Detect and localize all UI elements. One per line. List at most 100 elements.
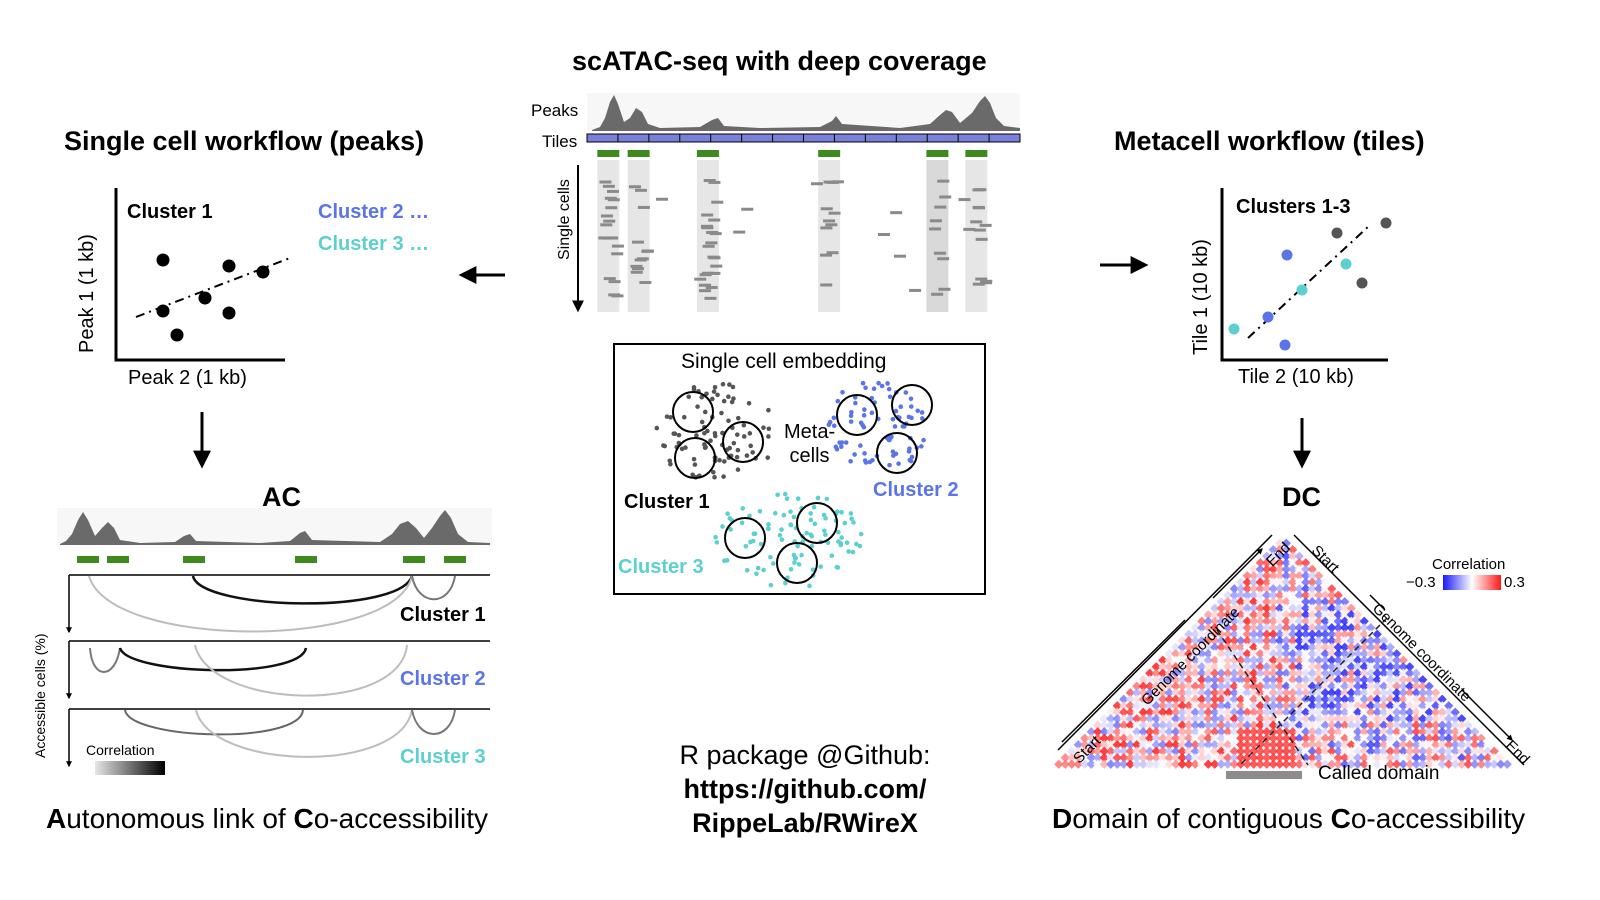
heatmap-cell (1262, 649, 1272, 659)
heatmap-cell (1210, 759, 1220, 769)
heatmap-cell (1158, 733, 1168, 743)
heatmap-cell (1301, 701, 1311, 711)
read-fragment (704, 296, 717, 300)
heatmap-cell (1197, 733, 1207, 743)
read-fragment (931, 292, 944, 296)
heatmap-cell (1106, 714, 1116, 724)
heatmap-cell (1223, 694, 1233, 704)
heatmap-cell (1314, 597, 1324, 607)
heatmap-cell (1340, 720, 1350, 730)
footer-initial: C (293, 803, 314, 834)
package-info: R package @Github: https://github.com/ R… (670, 738, 940, 840)
heatmap-cell (1353, 720, 1363, 730)
heatmap-cell (1210, 668, 1220, 678)
read-fragment (605, 206, 618, 210)
heatmap-cell (1242, 681, 1252, 691)
heatmap-cell (1372, 720, 1382, 730)
github-repo[interactable]: RippeLab/RWireX (692, 808, 918, 838)
heatmap-cell (1385, 655, 1395, 665)
heatmap-cell (1340, 597, 1350, 607)
heatmap-cell (1294, 629, 1304, 639)
heatmap-cell (1171, 733, 1181, 743)
heatmap-cell (1470, 753, 1480, 763)
heatmap-cell (1320, 603, 1330, 613)
heatmap-cell (1203, 623, 1213, 633)
cell-point (887, 462, 892, 468)
read-fragment (708, 180, 721, 184)
heatmap-cell (1262, 707, 1272, 717)
heatmap-cell (1236, 655, 1246, 665)
heatmap-cell (1314, 577, 1324, 587)
heatmap-cell (1145, 694, 1155, 704)
cell-point (824, 496, 830, 502)
heatmap-cell (1327, 597, 1337, 607)
cell-point (712, 385, 718, 390)
heatmap-cell (1262, 616, 1272, 626)
heatmap-cell (1307, 720, 1317, 730)
heatmap-cell (1418, 733, 1428, 743)
link-arc (195, 709, 413, 758)
heatmap-cell (1385, 733, 1395, 743)
heatmap-cell (1294, 714, 1304, 724)
heatmap-cell (1184, 714, 1194, 724)
heatmap-cell (1203, 688, 1213, 698)
ac-title: AC (262, 482, 301, 512)
ac-peak-markers (77, 556, 466, 563)
heatmap-cell (1164, 733, 1174, 743)
heatmap-cell (1418, 727, 1428, 737)
heatmap-cell (1418, 740, 1428, 750)
scatter-point (1380, 217, 1392, 229)
github-link[interactable]: https://github.com/ (683, 774, 927, 804)
heatmap-cell (1281, 610, 1291, 620)
heatmap-cell (1327, 603, 1337, 613)
heatmap-cell (1093, 753, 1103, 763)
heatmap-cell (1151, 707, 1161, 717)
heatmap-cell (1132, 694, 1142, 704)
heatmap-cell (1294, 733, 1304, 743)
heatmap-cell (1340, 668, 1350, 678)
link-arc (194, 644, 408, 697)
cell-point (690, 472, 695, 478)
cell-point (775, 492, 780, 498)
read-fragment (877, 233, 890, 237)
heatmap-cell (1431, 746, 1441, 756)
heatmap-cell (1301, 740, 1311, 750)
heatmap-cell (1405, 753, 1415, 763)
heatmap-cell (1171, 740, 1181, 750)
heatmap-cell (1294, 694, 1304, 704)
heatmap-cell (1424, 740, 1434, 750)
heatmap-cell (1210, 701, 1220, 711)
heatmap-cell (1353, 636, 1363, 646)
cluster2-more: Cluster 2 … (318, 201, 430, 223)
heatmap-cell (1392, 714, 1402, 724)
heatmap-cell (1190, 759, 1200, 769)
heatmap-cell (1333, 616, 1343, 626)
heatmap-cell (1268, 759, 1278, 769)
coverage-track (592, 95, 1020, 131)
heatmap-cell (1301, 636, 1311, 646)
heatmap-cell (1476, 753, 1486, 763)
heatmap-cell (1398, 727, 1408, 737)
heatmap-cell (1301, 603, 1311, 613)
heatmap-cell (1392, 649, 1402, 659)
heatmap-cell (1398, 668, 1408, 678)
heatmap-cell (1236, 733, 1246, 743)
heatmap-cell (1171, 746, 1181, 756)
heatmap-cell (1327, 720, 1337, 730)
heatmap-cell (1340, 681, 1350, 691)
cell-point (739, 520, 745, 526)
heatmap-cell (1288, 623, 1298, 633)
heatmap-cell (1314, 616, 1324, 626)
heatmap-cell (1320, 753, 1330, 763)
heatmap-cell (1281, 668, 1291, 678)
heatmap-cell (1281, 623, 1291, 633)
heatmap-cell (1171, 759, 1181, 769)
heatmap-cell (1190, 694, 1200, 704)
heatmap-cell (1418, 675, 1428, 685)
heatmap-cell (1405, 746, 1415, 756)
heatmap-cell (1333, 681, 1343, 691)
peak-marker (444, 556, 466, 563)
cell-point (761, 425, 766, 430)
heatmap-cell (1177, 746, 1187, 756)
heatmap-cell (1197, 753, 1207, 763)
